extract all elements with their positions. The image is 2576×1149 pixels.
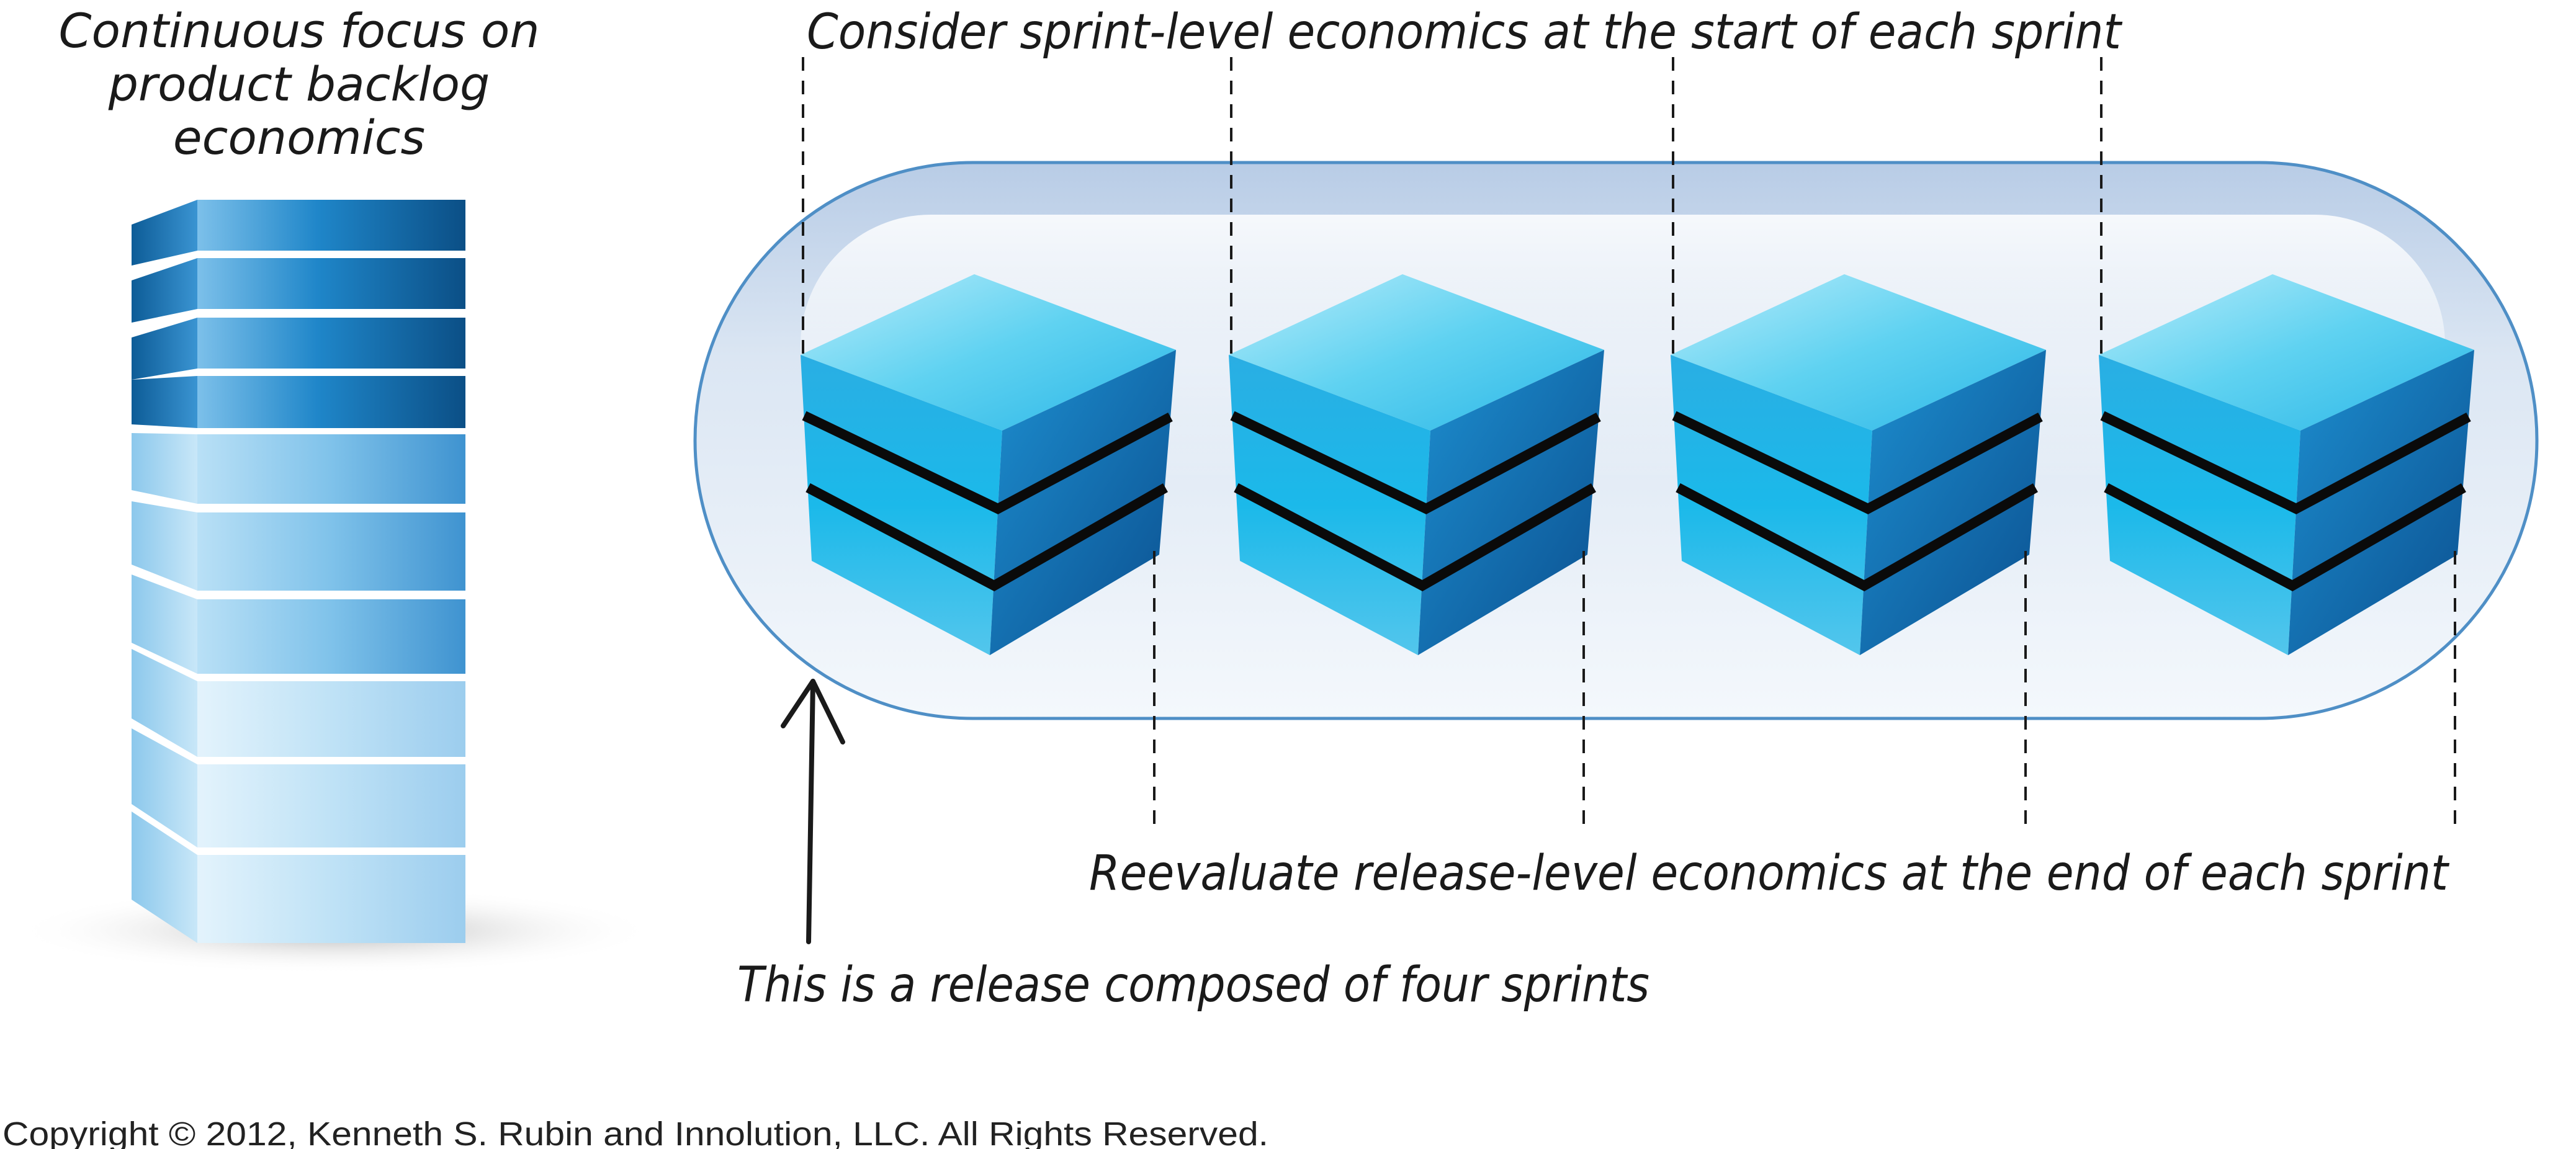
backlog-item xyxy=(132,200,465,266)
product-backlog-stack xyxy=(12,200,658,974)
sprint-end-label: Reevaluate release-level economics at th… xyxy=(1089,846,2449,901)
backlog-label-line: economics xyxy=(173,110,425,165)
sprint-start-guides xyxy=(802,57,2103,355)
backlog-label-line: Continuous focus on xyxy=(58,3,539,58)
backlog-item xyxy=(132,649,465,757)
backlog-item xyxy=(132,258,465,323)
sprint-cube xyxy=(2099,274,2474,655)
backlog-item xyxy=(132,501,465,591)
backlog-item xyxy=(132,318,465,380)
backlog-item xyxy=(132,433,465,504)
sprint-cube xyxy=(801,274,1176,655)
backlog-item xyxy=(132,728,465,847)
sprint-cube xyxy=(1671,274,2046,655)
sprint-cube xyxy=(1229,274,1604,655)
sprint-start-label: Consider sprint-level economics at the s… xyxy=(807,4,2122,60)
release-label: This is a release composed of four sprin… xyxy=(737,957,1649,1013)
backlog-label: Continuous focus on product backlog econ… xyxy=(58,3,539,165)
copyright-notice: Copyright © 2012, Kenneth S. Rubin and I… xyxy=(2,1115,1268,1149)
backlog-label-line: product backlog xyxy=(108,56,490,112)
backlog-item xyxy=(132,574,465,674)
release-arrow xyxy=(781,679,845,944)
backlog-item xyxy=(132,811,465,943)
backlog-item xyxy=(132,376,465,428)
